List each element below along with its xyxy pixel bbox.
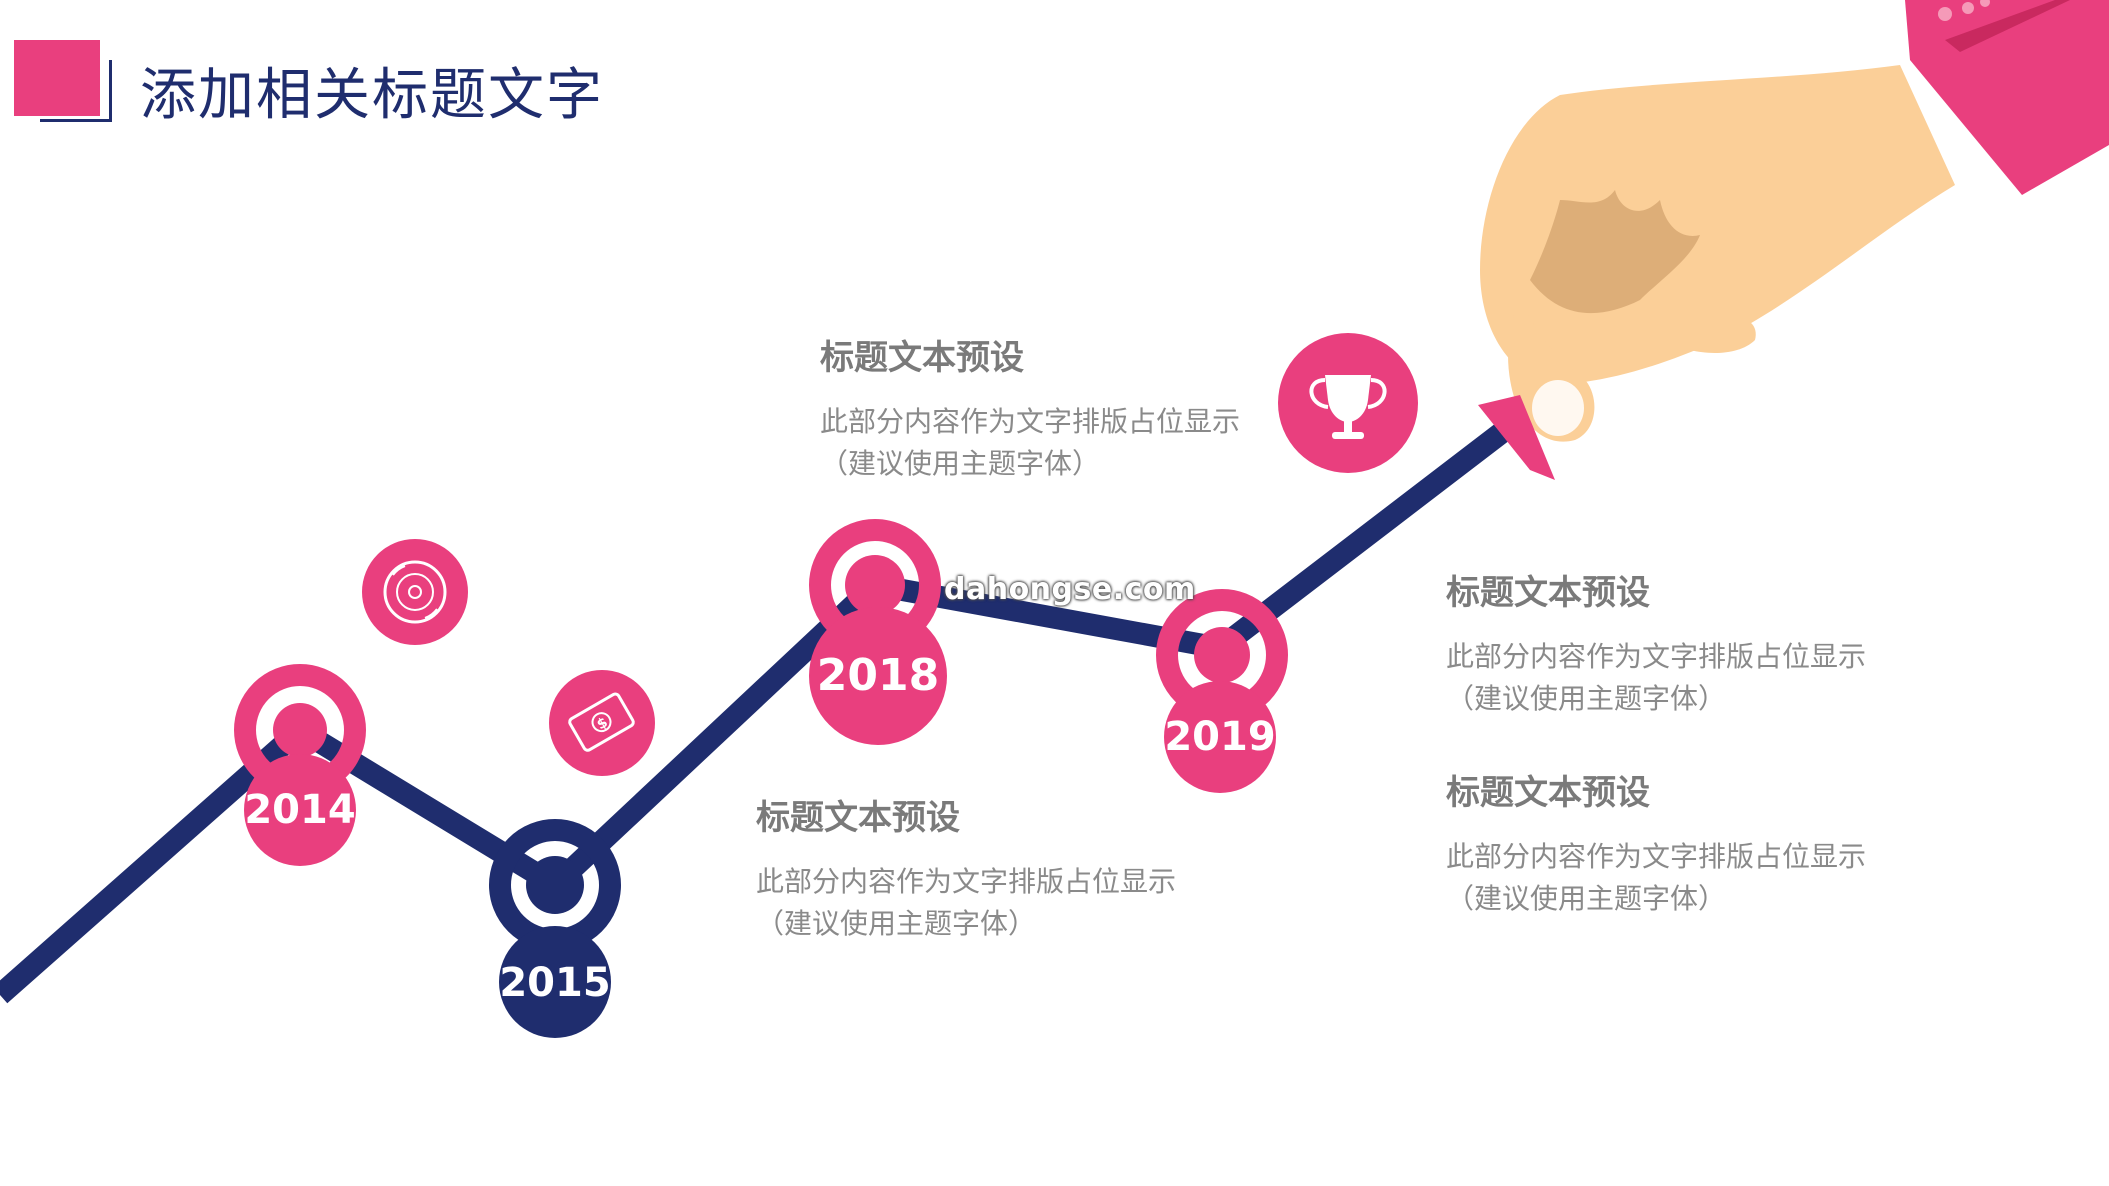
page-title: 添加相关标题文字 bbox=[140, 63, 604, 128]
block-title: 标题文本预设 bbox=[1446, 573, 1650, 613]
block-desc-line2: （建议使用主题字体） bbox=[756, 907, 1037, 940]
timeline-line bbox=[0, 421, 1512, 1004]
milestone-year-2019: 2019 bbox=[1164, 714, 1275, 760]
text-block-bottom: 标题文本预设 此部分内容作为文字排版占位显示 （建议使用主题字体） bbox=[756, 790, 1276, 945]
hand-illustration bbox=[1478, 0, 2109, 480]
milestone-year-2015: 2015 bbox=[499, 960, 610, 1006]
block-desc-line2: （建议使用主题字体） bbox=[1446, 682, 1727, 715]
block-desc-line1: 此部分内容作为文字排版占位显示 bbox=[820, 405, 1241, 438]
text-block-right-bottom: 标题文本预设 此部分内容作为文字排版占位显示 （建议使用主题字体） bbox=[1446, 765, 1966, 920]
title-accent-outline bbox=[40, 60, 112, 122]
money-icon: $ bbox=[549, 670, 655, 776]
block-desc-line2: （建议使用主题字体） bbox=[1446, 882, 1727, 915]
milestone-2018: 2018 bbox=[809, 519, 947, 745]
trophy-icon bbox=[1278, 333, 1418, 473]
block-desc-line1: 此部分内容作为文字排版占位显示 bbox=[1446, 840, 1867, 873]
watermark: dahongse.com bbox=[944, 572, 1196, 607]
text-block-right-top: 标题文本预设 此部分内容作为文字排版占位显示 （建议使用主题字体） bbox=[1446, 565, 1966, 720]
block-desc-line1: 此部分内容作为文字排版占位显示 bbox=[1446, 640, 1867, 673]
block-title: 标题文本预设 bbox=[756, 798, 960, 838]
text-block-top: 标题文本预设 此部分内容作为文字排版占位显示 （建议使用主题字体） bbox=[820, 330, 1340, 485]
block-desc-line1: 此部分内容作为文字排版占位显示 bbox=[756, 865, 1177, 898]
block-desc-line2: （建议使用主题字体） bbox=[820, 447, 1101, 480]
milestone-year-2014: 2014 bbox=[244, 787, 355, 833]
disc-icon bbox=[362, 539, 468, 645]
milestone-2014: 2014 bbox=[234, 664, 366, 866]
milestone-year-2018: 2018 bbox=[817, 650, 939, 701]
title-accent-square bbox=[14, 40, 100, 116]
block-title: 标题文本预设 bbox=[1446, 773, 1650, 813]
block-title: 标题文本预设 bbox=[820, 338, 1024, 378]
milestone-2019: 2019 bbox=[1156, 589, 1288, 793]
milestone-2015: 2015 bbox=[489, 819, 621, 1038]
